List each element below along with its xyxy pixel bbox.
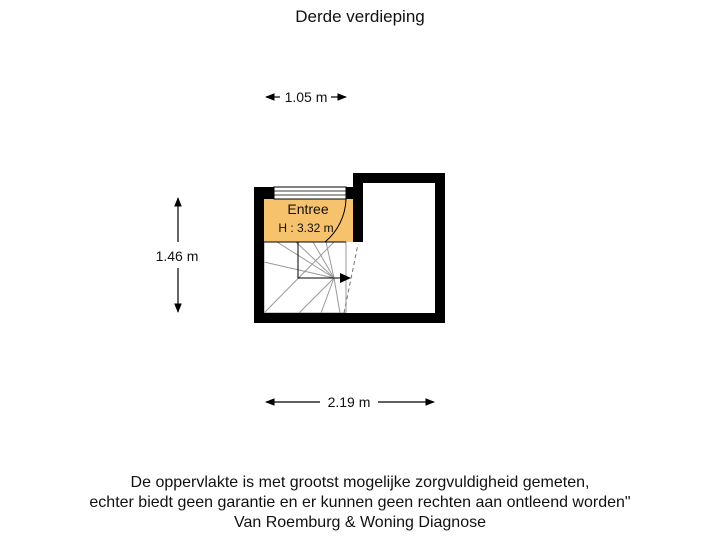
- entrance-area: [264, 199, 353, 242]
- stair-step: [298, 277, 335, 314]
- entrance-door-swing: [324, 198, 347, 243]
- stair-direction-arrowhead: [340, 273, 351, 283]
- stair-walking-line: [343, 243, 359, 314]
- room-height: H : 3.32 m: [278, 221, 333, 235]
- stair-step: [320, 277, 335, 314]
- dimension-bottom-label: 2.19 m: [328, 394, 371, 410]
- dimension-top-label: 1.05 m: [285, 89, 328, 105]
- disclaimer-line-2: echter biedt geen garantie en er kunnen …: [89, 494, 631, 511]
- dimension-bottom: 2.19 m: [265, 394, 435, 410]
- wall-top-right: [353, 173, 445, 183]
- disclaimer-line-1: De oppervlakte is met grootst mogelijke …: [130, 474, 590, 491]
- window-frame: [273, 186, 347, 200]
- page-title: Derde verdieping: [295, 7, 425, 26]
- stair-step: [333, 277, 341, 314]
- room-name: Entree: [287, 201, 328, 217]
- stair-step: [312, 241, 335, 279]
- stair-step: [276, 241, 335, 279]
- disclaimer: De oppervlakte is met grootst mogelijke …: [0, 473, 720, 533]
- dimension-top: 1.05 m: [265, 89, 347, 105]
- window: [273, 186, 347, 200]
- wall-right: [435, 173, 445, 323]
- walls: [254, 173, 445, 323]
- stair-step: [325, 241, 335, 279]
- wall-left: [254, 187, 264, 323]
- wall-window-right-stub: [346, 187, 353, 199]
- dimension-left: 1.46 m: [156, 197, 199, 313]
- stair-step: [263, 261, 335, 279]
- stair-direction-line: [297, 242, 340, 279]
- stair-direction-arrow: [297, 242, 351, 283]
- stair-step: [295, 241, 335, 279]
- dimension-left-label: 1.46 m: [156, 248, 199, 264]
- wall-bottom: [254, 313, 445, 323]
- disclaimer-line-3: Van Roemburg & Woning Diagnose: [234, 514, 486, 531]
- wall-middle: [353, 173, 363, 242]
